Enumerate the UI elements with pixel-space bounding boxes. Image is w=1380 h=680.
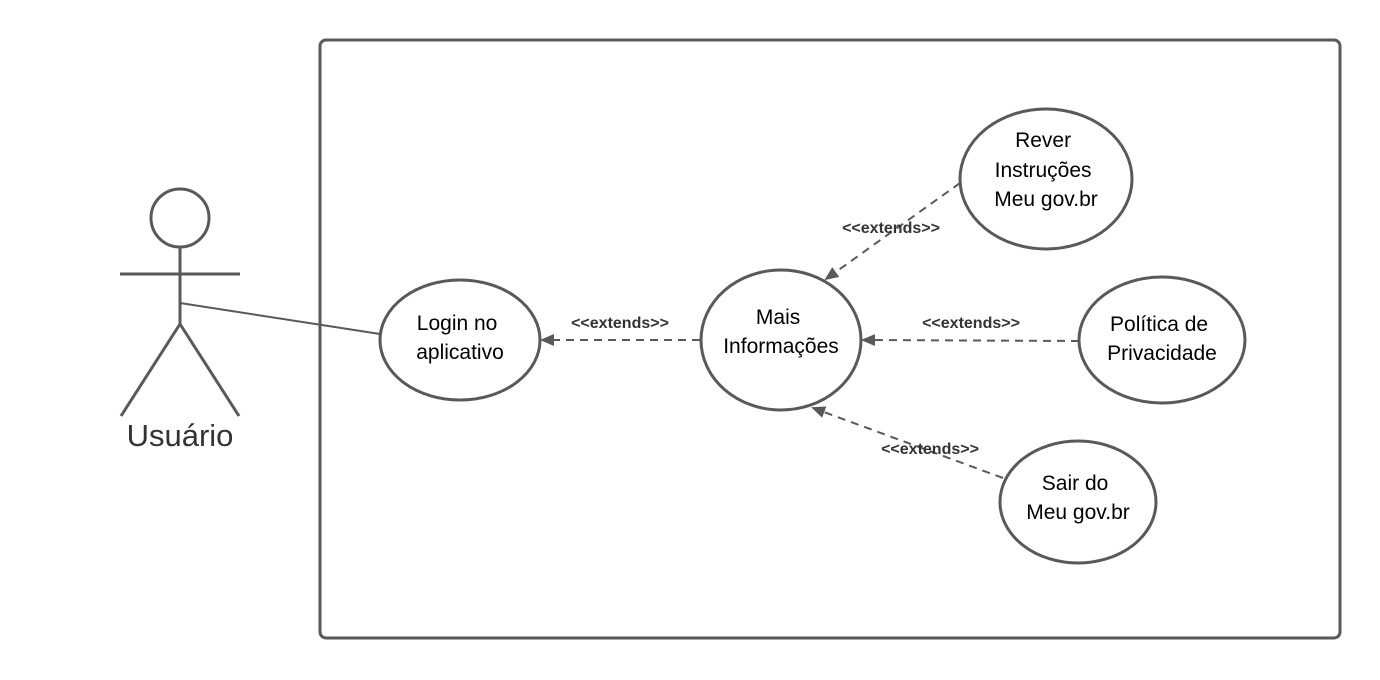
use-case-mais-informacoes-ellipse [699,268,863,412]
actor-name: Usuário [127,418,234,453]
association-line [179,302,381,335]
actor-right-leg [178,323,241,417]
use-case-login: Login no aplicativo [378,278,542,402]
actor-head [149,187,211,249]
use-case-politica-line1: Política de [1110,313,1208,336]
use-case-politica-privacidade: Política de Privacidade [1077,275,1247,405]
use-case-sair: Sair do Meu gov.br [998,439,1158,565]
actor-left-leg [119,323,182,417]
extend-arrow-sair-to-mais [811,406,1004,479]
svg-text:Mais Informações: Mais Informações [723,306,839,358]
use-case-politica-line2: Privacidade [1107,342,1217,365]
actor-figure [119,187,241,417]
use-case-login-line2: aplicativo [416,341,504,364]
use-case-mais-informacoes-line1: Mais [756,306,800,329]
use-case-rever-line3: Meu gov.br [994,188,1098,211]
use-case-login-line1: Login no [417,312,498,335]
extend-label-login: <<extends>> [571,315,669,332]
use-case-mais-informacoes-line2: Informações [723,335,839,358]
extend-label-politica: <<extends>> [922,315,1020,332]
system-boundary [318,38,1342,640]
svg-text:Política de Privacidade: Política de Privacidade [1107,313,1217,365]
svg-text:Login no aplicativo: Login no aplicativo [416,312,504,364]
use-case-sair-ellipse [998,439,1158,565]
use-case-rever-line2: Instruções [995,159,1092,182]
svg-text:Sair do Meu gov.br: Sair do Meu gov.br [1026,472,1130,524]
use-case-rever-instrucoes-ellipse [958,107,1134,251]
use-case-mais-informacoes: Mais Informações [699,268,863,412]
extend-label-rever: <<extends>> [842,220,940,237]
use-case-rever-line1: Rever [1015,129,1071,152]
use-case-rever-instrucoes: Rever Instruções Meu gov.br [958,107,1134,251]
use-case-sair-line2: Meu gov.br [1026,501,1130,524]
extend-label-sair: <<extends>> [881,441,979,458]
svg-text:Rever Instruções M: Rever Instruções Meu gov.br [994,129,1098,211]
use-case-sair-line1: Sair do [1042,472,1109,495]
use-case-politica-privacidade-ellipse [1077,275,1247,405]
extend-arrow-politica-to-mais [861,334,1080,347]
use-case-login-ellipse [378,278,542,402]
